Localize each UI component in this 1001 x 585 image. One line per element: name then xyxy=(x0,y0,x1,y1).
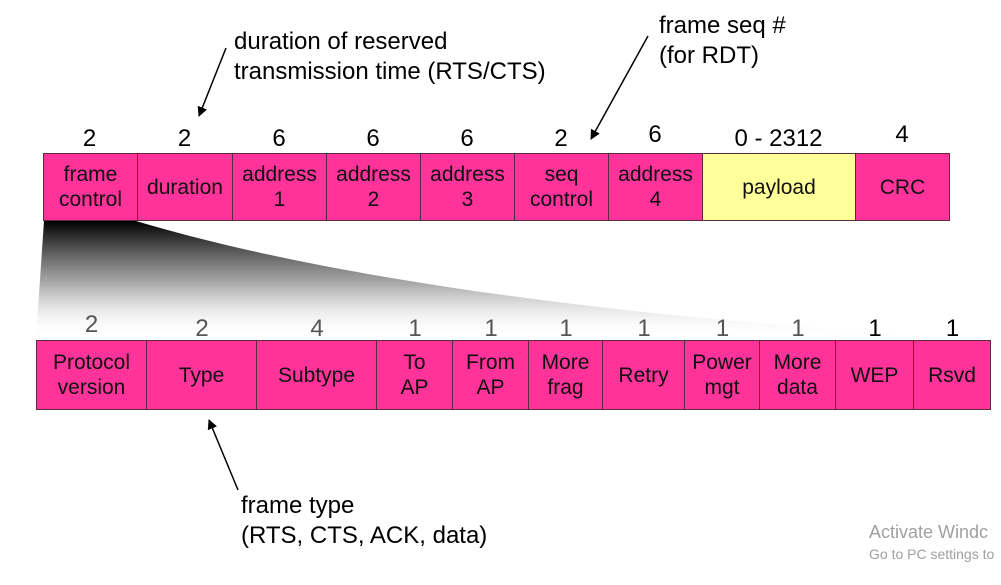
type-arrow xyxy=(207,419,239,491)
seq-arrow xyxy=(590,35,649,140)
frame-size-crc: 4 xyxy=(895,121,909,148)
fc-field-to-ap: To AP xyxy=(376,340,453,410)
frame-control-fields-row: Protocol version Type Subtype To AP From… xyxy=(36,340,991,410)
frame-size-row: 2 2 6 6 6 2 6 0 - 2312 4 xyxy=(43,121,949,152)
fc-size-protocol-version: 2 xyxy=(84,311,99,338)
fc-size-subtype: 4 xyxy=(310,315,324,342)
frame-size-payload: 0 - 2312 xyxy=(734,125,823,152)
expansion-fan xyxy=(36,221,990,338)
activation-watermark-title: Activate Windc xyxy=(869,522,989,542)
fc-size-to-ap: 1 xyxy=(408,315,422,342)
fc-field-more-frag: More frag xyxy=(528,340,603,410)
type-annotation: frame type (RTS, CTS, ACK, data) xyxy=(241,492,488,549)
fc-field-retry: Retry xyxy=(602,340,685,410)
field-duration: duration xyxy=(137,153,233,221)
fc-field-protocol-version: Protocol version xyxy=(36,340,147,410)
field-address2: address 2 xyxy=(326,153,421,221)
fc-size-more-data: 1 xyxy=(791,315,805,342)
duration-annotation: duration of reserved transmission time (… xyxy=(234,28,546,85)
frame-fields-row: frame control duration address 1 address… xyxy=(43,153,950,221)
fc-size-type: 2 xyxy=(195,315,209,342)
frame-size-address4: 6 xyxy=(648,121,662,148)
field-payload: payload xyxy=(702,153,856,221)
frame-size-address3: 6 xyxy=(460,125,474,152)
fc-field-subtype: Subtype xyxy=(256,340,377,410)
field-address3: address 3 xyxy=(420,153,515,221)
fc-size-row: 2 2 4 1 1 1 1 1 1 1 1 xyxy=(36,311,991,342)
fc-field-more-data: More data xyxy=(759,340,836,410)
fc-size-wep: 1 xyxy=(868,315,882,342)
fc-field-type: Type xyxy=(146,340,257,410)
frame-size-frame-control: 2 xyxy=(82,125,97,152)
duration-arrow xyxy=(197,47,227,117)
field-address1: address 1 xyxy=(232,153,327,221)
frame-size-address1: 6 xyxy=(272,125,286,152)
seq-annotation: frame seq # (for RDT) xyxy=(659,12,786,69)
fc-size-from-ap: 1 xyxy=(484,315,498,342)
frame-size-duration: 2 xyxy=(177,125,192,152)
fc-field-rsvd: Rsvd xyxy=(913,340,991,410)
activation-watermark-subtitle: Go to PC settings to xyxy=(869,546,995,562)
fc-size-retry: 1 xyxy=(637,315,651,342)
frame-size-seq-control: 2 xyxy=(554,125,568,152)
frame-size-address2: 6 xyxy=(366,125,380,152)
fc-field-wep: WEP xyxy=(835,340,914,410)
field-crc: CRC xyxy=(855,153,950,221)
field-seq-control: seq control xyxy=(514,153,609,221)
fc-size-more-frag: 1 xyxy=(559,315,573,342)
fc-size-rsvd: 1 xyxy=(945,315,960,342)
field-frame-control: frame control xyxy=(43,153,138,221)
field-address4: address 4 xyxy=(608,153,703,221)
fc-size-power-mgt: 1 xyxy=(715,315,730,342)
fc-field-power-mgt: Power mgt xyxy=(684,340,760,410)
fc-field-from-ap: From AP xyxy=(452,340,529,410)
